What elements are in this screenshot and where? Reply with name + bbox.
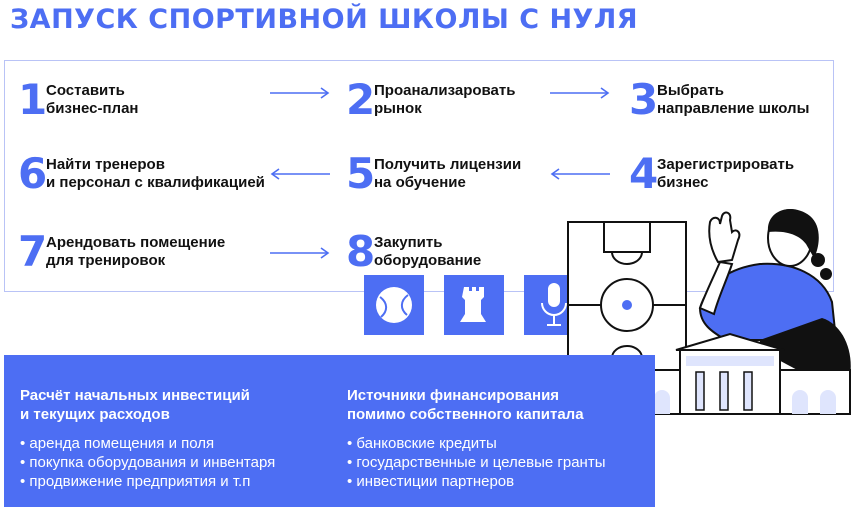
investments-title: Расчёт начальных инвестиций и текущих ра… (20, 387, 250, 423)
step-label: Составить бизнес-план (46, 82, 139, 117)
list-item: • банковские кредиты (347, 435, 497, 452)
chess-rook-icon (444, 275, 504, 335)
step-1: 1 Составить бизнес-план (18, 79, 138, 121)
ball-icon (364, 275, 424, 335)
list-item: • аренда помещения и поля (20, 435, 215, 452)
step-6: 6 Найти тренеров и персонал с квалификац… (18, 153, 265, 195)
step-label: Зарегистрировать бизнес (657, 156, 795, 191)
step-label: Закупить оборудование (374, 234, 482, 269)
arrow-left-icon (550, 168, 610, 180)
investments-section: Расчёт начальных инвестиций и текущих ра… (20, 386, 275, 491)
step-number: 1 (18, 75, 48, 124)
step-number: 2 (346, 75, 376, 124)
step-4: 4 Зарегистрировать бизнес (629, 153, 794, 195)
funding-title: Источники финансирования помимо собствен… (347, 387, 584, 423)
step-number: 8 (346, 227, 376, 276)
list-item: • инвестиции партнеров (347, 473, 515, 490)
step-number: 6 (18, 149, 48, 198)
page-title: ЗАПУСК СПОРТИВНОЙ ШКОЛЫ С НУЛЯ (10, 4, 639, 35)
step-2: 2 Проанализаровать рынок (346, 79, 515, 121)
list-item: • государственные и целевые гранты (347, 454, 606, 471)
arrow-right-icon (270, 247, 330, 259)
arrow-right-icon (550, 87, 610, 99)
step-5: 5 Получить лицензии на обучение (346, 153, 521, 195)
step-label: Арендовать помещение для тренировок (46, 234, 226, 269)
step-number: 7 (18, 227, 48, 276)
arrow-right-icon (270, 87, 330, 99)
step-number: 4 (629, 149, 659, 198)
funding-section: Источники финансирования помимо собствен… (347, 386, 605, 491)
step-number: 5 (346, 149, 376, 198)
step-7: 7 Арендовать помещение для тренировок (18, 231, 225, 273)
step-3: 3 Выбрать направление школы (629, 79, 809, 121)
step-8: 8 Закупить оборудование (346, 231, 481, 273)
step-label: Найти тренеров и персонал с квалификацие… (46, 156, 265, 191)
list-item: • покупка оборудования и инвентаря (20, 454, 276, 471)
info-panel: Расчёт начальных инвестиций и текущих ра… (4, 355, 655, 507)
step-label: Выбрать направление школы (657, 82, 810, 117)
step-number: 3 (629, 75, 659, 124)
list-item: • продвижение предприятия и т.п (20, 473, 251, 490)
step-label: Получить лицензии на обучение (374, 156, 522, 191)
arrow-left-icon (270, 168, 330, 180)
step-label: Проанализаровать рынок (374, 82, 516, 117)
